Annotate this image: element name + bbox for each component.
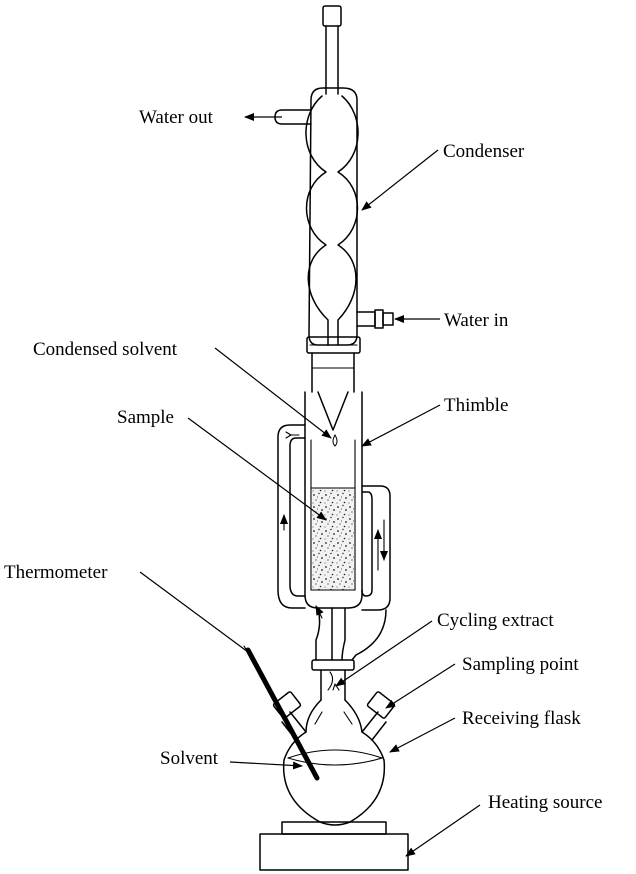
solvent-surface bbox=[287, 749, 383, 759]
extractor bbox=[277, 352, 391, 671]
condenser bbox=[274, 5, 394, 354]
heating-source bbox=[259, 821, 409, 871]
condenser-joint bbox=[306, 336, 361, 354]
leader-sample bbox=[187, 417, 327, 521]
labels: Water out Condenser Water in Condensed s… bbox=[4, 107, 602, 813]
label-water-in: Water in bbox=[444, 310, 509, 331]
leader-thermometer bbox=[139, 571, 249, 653]
flask-collar bbox=[311, 659, 355, 671]
label-condenser: Condenser bbox=[443, 141, 525, 162]
leader-cycling-extract bbox=[335, 620, 433, 687]
label-solvent: Solvent bbox=[160, 748, 219, 769]
leader-condenser bbox=[361, 149, 439, 211]
label-sample: Sample bbox=[117, 407, 174, 428]
leader-condensed-solvent bbox=[214, 347, 332, 439]
sample-region bbox=[310, 487, 356, 591]
label-receiving-flask: Receiving flask bbox=[462, 708, 581, 729]
heating-plate bbox=[281, 821, 387, 835]
label-heating-source: Heating source bbox=[488, 792, 602, 813]
vapor-tube bbox=[277, 424, 306, 609]
label-condensed-solvent: Condensed solvent bbox=[33, 339, 178, 360]
solvent-drop bbox=[332, 433, 338, 447]
label-thermometer: Thermometer bbox=[4, 562, 108, 583]
flask-body bbox=[282, 699, 386, 826]
label-sampling-point: Sampling point bbox=[462, 654, 579, 675]
leader-lines bbox=[139, 113, 481, 857]
leader-sampling-point bbox=[385, 663, 456, 709]
siphon-tube bbox=[361, 491, 373, 597]
condenser-bulbs bbox=[305, 95, 359, 346]
label-thimble: Thimble bbox=[444, 395, 508, 416]
receiving-flask bbox=[272, 669, 396, 826]
condenser-jacket bbox=[308, 87, 358, 346]
extractor-chamber bbox=[304, 391, 363, 609]
top-stopper bbox=[322, 5, 342, 27]
heating-base bbox=[259, 833, 409, 871]
water-in-arm bbox=[356, 311, 376, 327]
thermometer-stem bbox=[245, 647, 320, 781]
leader-solvent bbox=[229, 761, 303, 770]
label-water-out: Water out bbox=[139, 107, 214, 128]
thermometer bbox=[243, 645, 320, 781]
leader-thimble bbox=[361, 404, 441, 447]
label-cycling-extract: Cycling extract bbox=[437, 610, 554, 631]
leader-receiving-flask bbox=[389, 717, 456, 753]
leader-heating-source bbox=[405, 804, 481, 857]
sampling-point-port bbox=[366, 691, 396, 719]
